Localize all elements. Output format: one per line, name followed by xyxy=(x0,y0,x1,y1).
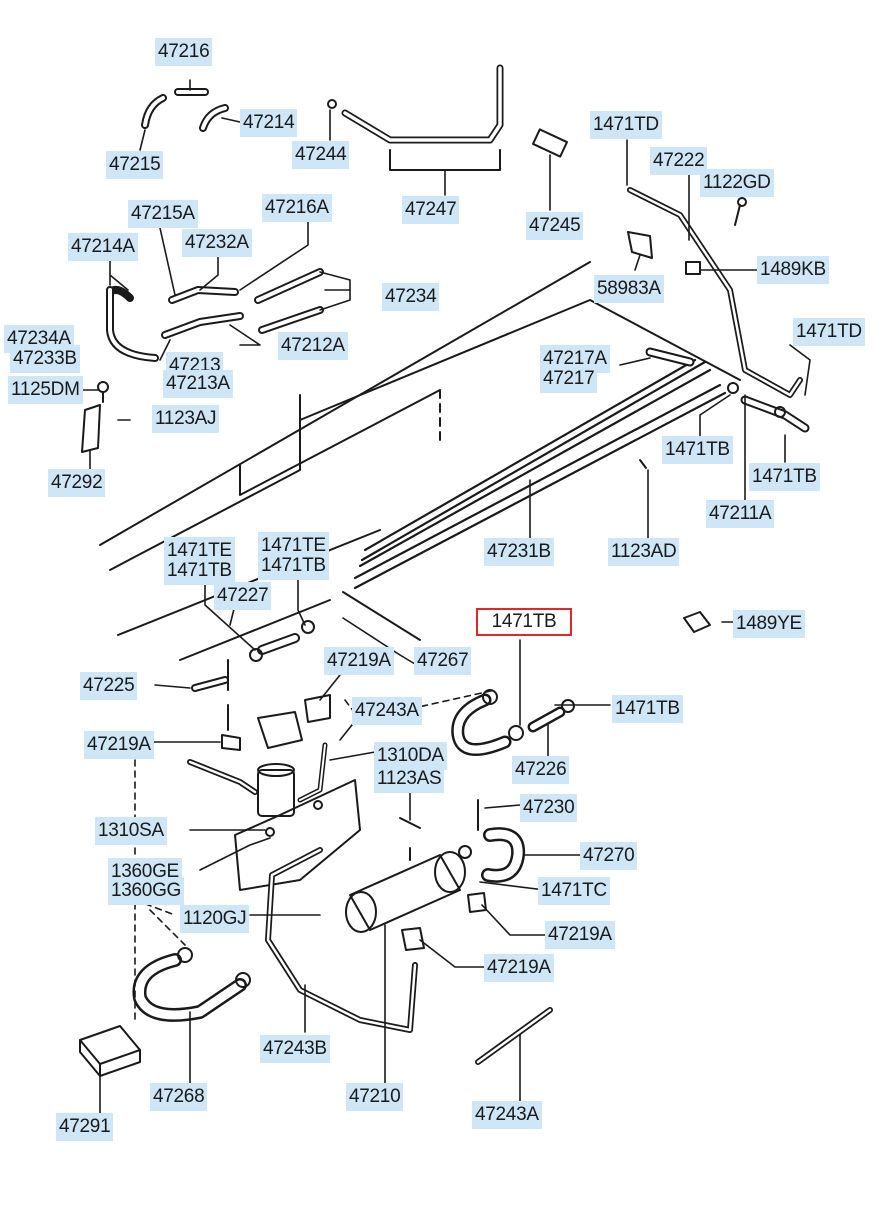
part-label-1471TD-top[interactable]: 1471TD xyxy=(590,111,662,139)
part-label-47270[interactable]: 47270 xyxy=(580,842,638,870)
part-label-47247[interactable]: 47247 xyxy=(402,196,460,224)
part-label-47216A[interactable]: 47216A xyxy=(262,194,332,222)
part-label-58983A[interactable]: 58983A xyxy=(594,275,664,303)
part-label-47215[interactable]: 47215 xyxy=(106,151,164,179)
part-label-47219A-top[interactable]: 47219A xyxy=(324,647,394,675)
part-label-1122GD[interactable]: 1122GD xyxy=(700,169,774,197)
bracket-47292 xyxy=(81,381,109,453)
part-label-47212A[interactable]: 47212A xyxy=(278,332,348,360)
part-label-47226[interactable]: 47226 xyxy=(512,756,570,784)
part-label-47245[interactable]: 47245 xyxy=(526,212,584,240)
fuel-pump-47210 xyxy=(345,847,466,933)
part-label-1471TB-highlighted[interactable]: 1471TB xyxy=(476,608,572,636)
part-label-47244[interactable]: 47244 xyxy=(292,141,350,169)
pipe-47243B xyxy=(265,847,418,1033)
filter-bracket-plate xyxy=(234,779,421,891)
part-label-1310SA[interactable]: 1310SA xyxy=(95,817,167,845)
part-label-47267[interactable]: 47267 xyxy=(414,647,472,675)
hose-47270 xyxy=(401,799,526,951)
part-label-47211A[interactable]: 47211A xyxy=(706,500,775,528)
part-label-47210[interactable]: 47210 xyxy=(346,1083,404,1111)
part-label-1123AS[interactable]: 1123AS xyxy=(374,765,445,793)
part-label-47232A[interactable]: 47232A xyxy=(182,229,252,257)
part-label-1489YE[interactable]: 1489YE xyxy=(733,610,805,638)
part-label-47214A[interactable]: 47214A xyxy=(68,233,138,261)
hose-47268 xyxy=(132,947,251,1022)
return-pipe-47247 xyxy=(327,64,504,171)
part-label-47219A-bottom[interactable]: 47219A xyxy=(484,954,554,982)
pipe-47243A-bottom xyxy=(475,1007,553,1065)
part-label-1471TD-right[interactable]: 1471TD xyxy=(793,318,865,346)
part-label-1471TB-right[interactable]: 1471TB xyxy=(612,695,683,723)
hoses-top-left-inner xyxy=(108,90,322,360)
part-label-47219A-right[interactable]: 47219A xyxy=(545,921,615,949)
part-label-47217[interactable]: 47217 xyxy=(540,365,598,393)
part-label-47243B[interactable]: 47243B xyxy=(260,1035,330,1063)
part-label-1471TB-b[interactable]: 1471TB xyxy=(749,463,820,491)
part-label-47230[interactable]: 47230 xyxy=(520,794,578,822)
part-label-1123AJ[interactable]: 1123AJ xyxy=(152,405,220,433)
part-label-47225[interactable]: 47225 xyxy=(80,672,138,700)
hose-47267 xyxy=(451,689,524,756)
fuel-pipes xyxy=(353,358,727,590)
fuel-filter-assembly xyxy=(187,694,331,817)
part-label-47222[interactable]: 47222 xyxy=(650,147,708,175)
leader-lines xyxy=(79,79,811,1116)
part-label-47231B[interactable]: 47231B xyxy=(484,538,554,566)
part-label-47292[interactable]: 47292 xyxy=(48,469,106,497)
part-label-47243A-bottom[interactable]: 47243A xyxy=(472,1101,542,1129)
part-label-1471TB-mid[interactable]: 1471TB xyxy=(258,552,329,580)
part-label-47234[interactable]: 47234 xyxy=(382,283,440,311)
part-label-47214[interactable]: 47214 xyxy=(240,109,298,137)
part-label-47291[interactable]: 47291 xyxy=(56,1113,114,1141)
part-label-1360GG[interactable]: 1360GG xyxy=(108,877,185,905)
part-label-47227[interactable]: 47227 xyxy=(214,582,272,610)
part-label-1120GJ[interactable]: 1120GJ xyxy=(180,905,250,933)
hose-47211A xyxy=(639,347,810,469)
part-label-1471TB-a[interactable]: 1471TB xyxy=(662,436,733,464)
part-label-1471TB-left[interactable]: 1471TB xyxy=(164,557,235,585)
pipe-47222 xyxy=(532,128,803,398)
part-label-47215A[interactable]: 47215A xyxy=(128,200,198,228)
hoses-47227-47225 xyxy=(191,620,315,692)
part-label-1123AD[interactable]: 1123AD xyxy=(608,538,680,566)
part-label-1489KB[interactable]: 1489KB xyxy=(757,256,829,284)
part-label-47233B[interactable]: 47233B xyxy=(10,345,80,373)
part-label-47243A-mid[interactable]: 47243A xyxy=(352,697,422,725)
part-label-47219A-left[interactable]: 47219A xyxy=(84,731,154,759)
part-label-1471TC[interactable]: 1471TC xyxy=(538,877,610,905)
part-label-47213A[interactable]: 47213A xyxy=(163,370,233,398)
part-label-47268[interactable]: 47268 xyxy=(150,1083,208,1111)
part-label-47217A[interactable]: 47217A xyxy=(540,345,610,373)
part-label-47216[interactable]: 47216 xyxy=(155,38,213,66)
hose-47226 xyxy=(527,611,711,733)
mount-pad-47291 xyxy=(79,1025,141,1077)
part-label-1125DM[interactable]: 1125DM xyxy=(8,376,83,404)
